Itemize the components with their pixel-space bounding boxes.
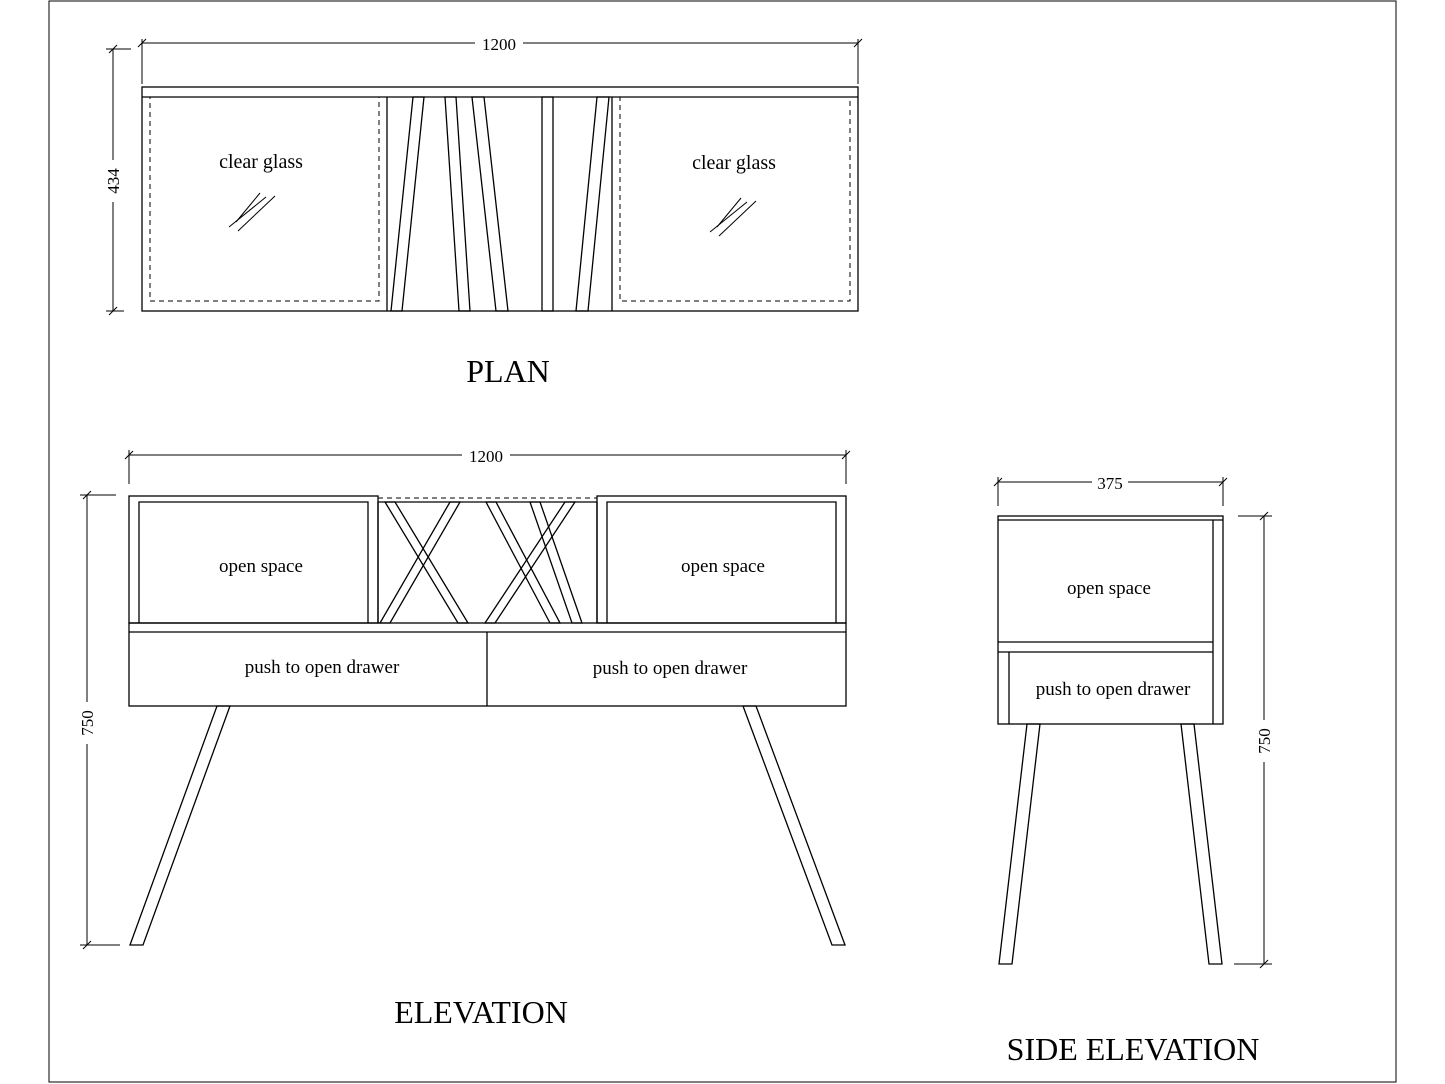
elevation-right-drawer-label: push to open drawer (593, 658, 748, 679)
side-drawer-label: push to open drawer (1036, 679, 1191, 700)
elevation-width-dimension: 1200 (124, 446, 851, 484)
side-height-label: 750 (1255, 728, 1274, 754)
plan-right-glass-label: clear glass (692, 152, 776, 174)
elevation-title: ELEVATION (394, 994, 568, 1030)
front-elevation-view: 1200 750 open space open space (78, 446, 851, 1030)
plan-left-glass-hatch (228, 192, 276, 232)
side-height-dimension: 750 (1234, 511, 1274, 969)
elevation-crossed-slats (377, 501, 598, 624)
side-body (997, 515, 1224, 725)
elevation-legs (129, 705, 846, 946)
plan-view: 1200 434 clear g (104, 34, 863, 389)
plan-depth-label: 434 (104, 168, 123, 194)
side-elevation-title: SIDE ELEVATION (1007, 1031, 1260, 1067)
plan-right-glass-panel (619, 96, 851, 302)
elevation-left-open-space-label: open space (219, 556, 303, 577)
side-open-space-label: open space (1067, 578, 1151, 599)
elevation-height-dimension: 750 (78, 490, 120, 950)
elevation-height-label: 750 (78, 710, 97, 736)
sheet-border (48, 0, 1397, 1083)
side-width-dimension: 375 (993, 473, 1228, 506)
elevation-right-open-space-label: open space (681, 556, 765, 577)
plan-left-glass-panel (149, 96, 380, 302)
plan-depth-dimension: 434 (104, 44, 131, 316)
elevation-left-drawer-label: push to open drawer (245, 657, 400, 678)
plan-top-outline (141, 86, 859, 312)
plan-title: PLAN (466, 353, 550, 389)
elevation-width-label: 1200 (469, 447, 503, 466)
side-legs (998, 723, 1223, 965)
plan-width-dimension: 1200 (137, 34, 863, 84)
plan-right-glass-hatch (709, 197, 757, 237)
plan-slats (390, 96, 610, 312)
plan-width-label: 1200 (482, 35, 516, 54)
side-elevation-view: 375 750 open space push to open drawer S… (993, 473, 1274, 1067)
plan-left-glass-label: clear glass (219, 151, 303, 173)
side-width-label: 375 (1097, 474, 1123, 493)
